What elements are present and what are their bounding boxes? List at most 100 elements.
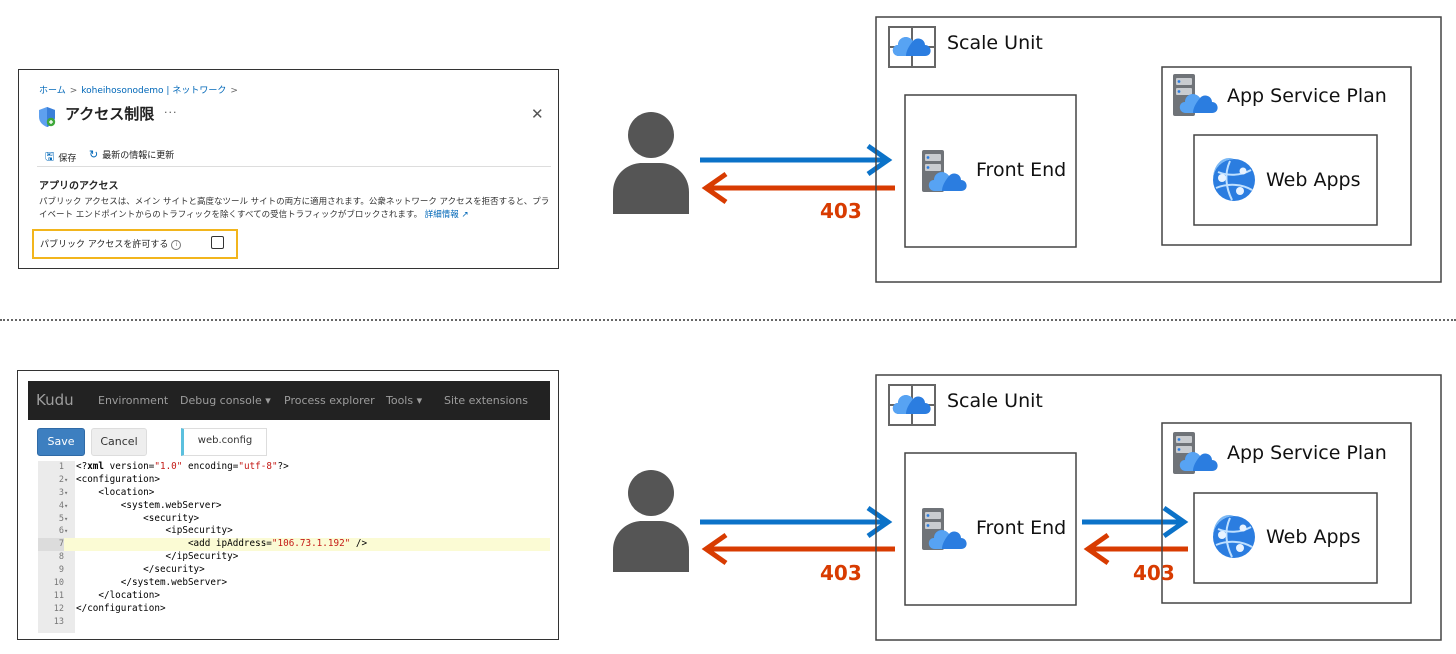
- line-number: 10: [53, 578, 64, 589]
- code-line[interactable]: 7 <add ipAddress="106.73.1.192" />: [38, 538, 550, 552]
- description-text: パブリック アクセスは、メイン サイトと高度なツール サイトの両方に適用されます…: [39, 197, 550, 220]
- request-arrow-to-web-apps: [1082, 505, 1189, 539]
- nav-debug-console[interactable]: Debug console ▾: [180, 394, 271, 407]
- line-number: 8: [58, 552, 64, 563]
- file-name-tab[interactable]: web.config: [181, 428, 267, 456]
- code-line[interactable]: 4▾ <system.webServer>: [38, 500, 550, 513]
- breadcrumb-networking[interactable]: koheihosonodemo | ネットワーク: [81, 86, 227, 96]
- scale-unit-label: Scale Unit: [947, 390, 1043, 412]
- fold-toggle-icon[interactable]: ▾: [64, 501, 69, 510]
- fold-toggle-icon[interactable]: ▾: [64, 514, 69, 523]
- code-text: </location>: [76, 589, 160, 601]
- floppy-disk-icon: 🖫: [45, 150, 55, 163]
- more-options-button[interactable]: ···: [164, 106, 178, 119]
- front-end-server-icon: [922, 150, 967, 192]
- line-number: 4: [58, 500, 64, 511]
- code-line[interactable]: 2▾<configuration>: [38, 474, 550, 487]
- fold-toggle-icon[interactable]: ▾: [64, 527, 69, 536]
- close-button[interactable]: ✕: [531, 105, 544, 123]
- refresh-icon: ↻: [89, 148, 99, 161]
- code-line[interactable]: 6▾ <ipSecurity>: [38, 525, 550, 538]
- code-line[interactable]: 10 </system.webServer>: [38, 577, 550, 590]
- web-apps-label: Web Apps: [1266, 169, 1361, 191]
- code-editor[interactable]: 1 <?xml version="1.0" encoding="utf-8"?> 2…: [38, 461, 550, 629]
- request-arrow: [700, 143, 893, 177]
- code-text: <?xml version="1.0" encoding="utf-8"?>: [76, 461, 289, 472]
- code-text: </system.webServer>: [76, 577, 228, 589]
- line-number: 12: [53, 603, 64, 614]
- code-text: </security>: [76, 564, 205, 576]
- front-end-label: Front End: [976, 159, 1067, 181]
- code-line[interactable]: 9 </security>: [38, 564, 550, 577]
- save-button[interactable]: Save: [37, 428, 85, 456]
- response-arrow: [701, 171, 895, 205]
- response-arrow: [701, 532, 895, 566]
- code-line[interactable]: 12</configuration>: [38, 603, 550, 616]
- line-number: 5: [58, 513, 64, 524]
- external-link-icon: ↗: [461, 210, 469, 220]
- fold-toggle-icon[interactable]: ▾: [64, 488, 69, 497]
- app-service-plan-icon: [1173, 432, 1218, 474]
- app-service-plan-label: App Service Plan: [1227, 85, 1387, 107]
- code-line[interactable]: 11 </location>: [38, 590, 550, 603]
- cancel-button[interactable]: Cancel: [91, 428, 147, 456]
- nav-site-extensions[interactable]: Site extensions: [444, 394, 528, 407]
- section-description: パブリック アクセスは、メイン サイトと高度なツール サイトの両方に適用されます…: [39, 196, 554, 222]
- section-title: アプリのアクセス: [39, 181, 119, 192]
- status-code-403-web-apps: 403: [1133, 561, 1175, 585]
- line-number: 7: [38, 538, 64, 552]
- kudu-editor-panel: Kudu Environment Debug console ▾ Process…: [17, 370, 559, 640]
- access-restriction-panel: ホーム>koheihosonodemo | ネットワーク> アクセス制限 ···…: [18, 69, 559, 269]
- request-arrow: [700, 505, 893, 539]
- scale-unit-icon: [888, 384, 936, 426]
- scale-unit-box: [875, 374, 1442, 641]
- section-divider: [0, 319, 1456, 321]
- toolbar-divider: [37, 166, 551, 167]
- breadcrumb-home[interactable]: ホーム: [39, 86, 66, 96]
- kudu-navbar: Kudu Environment Debug console ▾ Process…: [28, 381, 550, 420]
- nav-process-explorer[interactable]: Process explorer: [284, 394, 375, 407]
- line-number: 9: [58, 565, 64, 576]
- details-link[interactable]: 詳細情報 ↗: [424, 210, 469, 220]
- front-end-box: [904, 452, 1077, 606]
- web-apps-label: Web Apps: [1266, 526, 1361, 548]
- line-number: 6: [58, 526, 64, 537]
- shield-icon: [39, 107, 56, 127]
- code-text: <location>: [76, 486, 155, 498]
- save-button[interactable]: 🖫 保存: [45, 148, 76, 167]
- kudu-logo[interactable]: Kudu: [36, 391, 74, 409]
- refresh-label: 最新の情報に更新: [102, 151, 175, 161]
- web-apps-icon: [1211, 513, 1256, 559]
- refresh-button[interactable]: ↻ 最新の情報に更新: [89, 148, 174, 161]
- fold-toggle-icon[interactable]: ▾: [64, 475, 69, 484]
- app-service-plan-label: App Service Plan: [1227, 442, 1387, 464]
- front-end-label: Front End: [976, 517, 1067, 539]
- scale-unit-icon: [888, 26, 936, 68]
- save-label: 保存: [58, 154, 77, 164]
- nav-tools[interactable]: Tools ▾: [386, 394, 423, 407]
- user-icon: [613, 112, 689, 214]
- code-line[interactable]: 13: [38, 616, 550, 629]
- nav-environment[interactable]: Environment: [98, 394, 169, 407]
- code-line[interactable]: 5▾ <security>: [38, 513, 550, 526]
- code-line[interactable]: 8 </ipSecurity>: [38, 551, 550, 564]
- code-text: </ipSecurity>: [76, 551, 239, 563]
- code-line[interactable]: 1 <?xml version="1.0" encoding="utf-8"?>: [38, 461, 550, 474]
- public-access-checkbox[interactable]: [211, 236, 224, 249]
- app-service-plan-box: [1161, 66, 1412, 246]
- scale-unit-label: Scale Unit: [947, 32, 1043, 54]
- line-number: 1: [58, 462, 64, 472]
- front-end-box: [904, 94, 1077, 248]
- info-icon[interactable]: i: [171, 239, 182, 250]
- scale-unit-box: [875, 16, 1442, 283]
- code-line[interactable]: 3▾ <location>: [38, 487, 550, 500]
- web-apps-icon: [1211, 156, 1256, 202]
- line-number: 3: [58, 487, 64, 498]
- status-code-403: 403: [820, 561, 862, 585]
- web-apps-box: [1193, 492, 1378, 584]
- line-number: 11: [53, 590, 64, 601]
- code-text: <ipSecurity>: [76, 525, 233, 537]
